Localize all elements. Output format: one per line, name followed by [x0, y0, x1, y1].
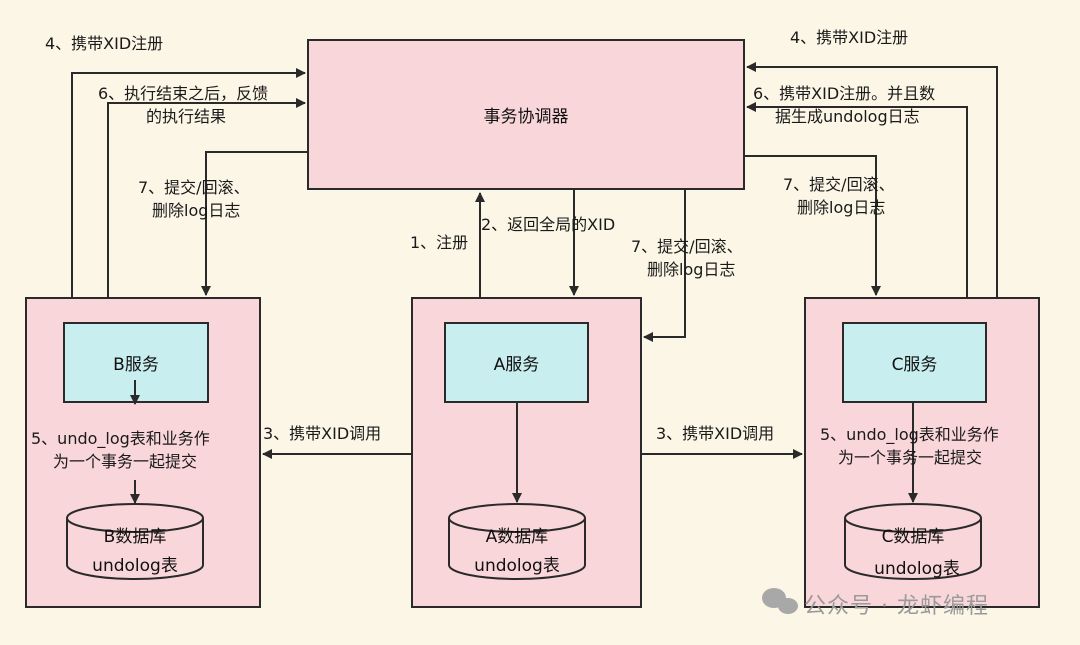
- b-register-arrow: [71, 68, 306, 297]
- b-commit-label-2: 删除log日志: [152, 201, 241, 220]
- a-db-label: A数据库: [485, 527, 549, 547]
- c-step5-label-2: 为一个事务一起提交: [838, 448, 983, 467]
- b-db-label: B数据库: [103, 527, 167, 547]
- c-db-label: C数据库: [881, 527, 945, 547]
- b-step5-label-1: 5、undo_log表和业务作: [31, 429, 210, 448]
- c-db-table-label: undolog表: [874, 559, 960, 579]
- a-commit-label-1: 7、提交/回滚、: [631, 237, 743, 256]
- c-register-more-label-2: 据生成undolog日志: [775, 107, 920, 126]
- c-commit-label-2: 删除log日志: [797, 198, 886, 217]
- watermark-text: 公众号 · 龙虾编程: [804, 594, 989, 619]
- b-feedback-label-2: 的执行结果: [146, 107, 227, 126]
- b-feedback-arrow: [107, 98, 306, 297]
- wechat-icon: [762, 588, 798, 614]
- c-register-more-label-1: 6、携带XID注册。并且数: [753, 84, 936, 103]
- a-commit-label-2: 删除log日志: [647, 260, 736, 279]
- b-commit-label-1: 7、提交/回滚、: [138, 178, 250, 197]
- coordinator-label: 事务协调器: [483, 107, 569, 127]
- b-commit-arrow: [201, 151, 307, 296]
- a-db-cylinder: [448, 518, 586, 580]
- c-step5-label-1: 5、undo_log表和业务作: [820, 425, 999, 444]
- b-db-cylinder: [66, 518, 204, 580]
- b-feedback-label-1: 6、执行结束之后，反馈: [98, 84, 269, 103]
- c-commit-label-1: 7、提交/回滚、: [783, 175, 895, 194]
- c-service-label: C服务: [891, 355, 938, 375]
- coordinator-box: 事务协调器: [307, 39, 745, 190]
- c-commit-arrow: [745, 155, 881, 296]
- b-step5-label-2: 为一个事务一起提交: [53, 452, 198, 471]
- a-db-table-label: undolog表: [474, 556, 560, 576]
- c-register-more-arrow: [746, 102, 968, 297]
- a-commit-arrow: [643, 190, 686, 342]
- b-register-label: 4、携带XID注册: [45, 34, 164, 53]
- c-register-label: 4、携带XID注册: [790, 28, 909, 47]
- b-db-table-label: undolog表: [92, 556, 178, 576]
- c-db-cylinder: [844, 518, 982, 580]
- c-service-box: C服务: [842, 322, 987, 403]
- a-service-label: A服务: [493, 355, 540, 375]
- a-return-xid-label: 2、返回全局的XID: [481, 215, 616, 234]
- b-service-label: B服务: [113, 355, 159, 375]
- call-b-label: 3、携带XID调用: [263, 424, 382, 443]
- a-service-box: A服务: [444, 322, 589, 403]
- c-register-arrow: [746, 62, 998, 297]
- a-register-label: 1、注册: [410, 233, 469, 252]
- call-c-label: 3、携带XID调用: [656, 424, 775, 443]
